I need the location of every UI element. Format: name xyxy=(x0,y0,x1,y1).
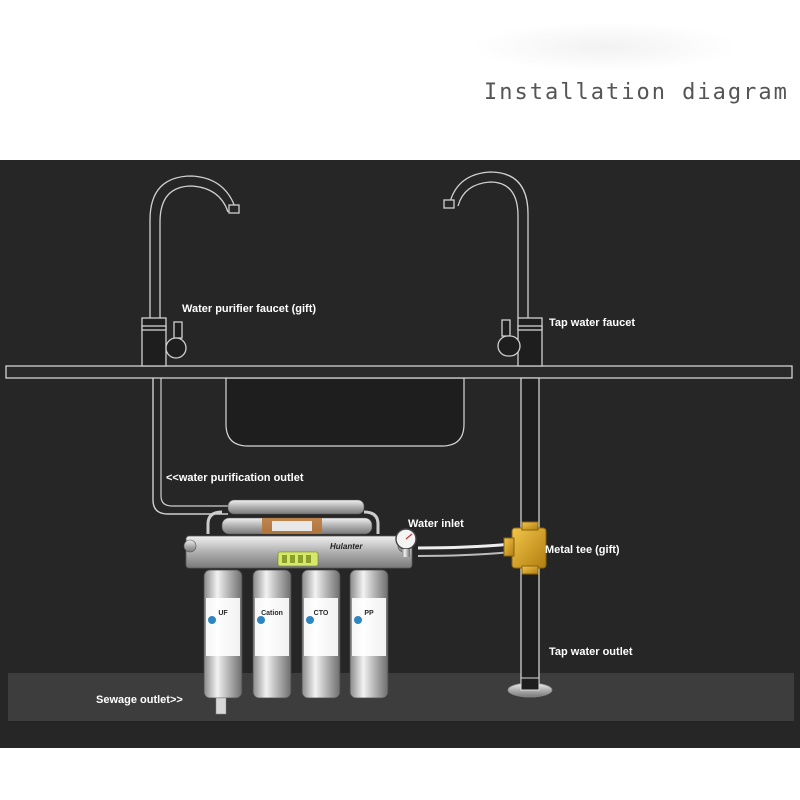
label-metal-tee: Metal tee (gift) xyxy=(545,544,620,556)
purifier-faucet xyxy=(141,175,240,367)
filter-label-3: CTO xyxy=(313,610,329,617)
title-glow xyxy=(470,22,740,72)
purification-outlet-pipe xyxy=(152,378,228,515)
filter-label-2: Cation xyxy=(261,610,283,617)
tap-faucet xyxy=(443,171,543,367)
countertop xyxy=(5,365,793,379)
sink-basin xyxy=(225,377,465,447)
metal-tee xyxy=(503,521,547,575)
label-sewage-outlet: Sewage outlet>> xyxy=(96,694,183,706)
filter-label-1: UF xyxy=(218,610,228,617)
floor-strip xyxy=(8,673,794,721)
label-purification-outlet: <<water purification outlet xyxy=(166,472,304,484)
pressure-gauge xyxy=(395,528,417,557)
label-tap-outlet: Tap water outlet xyxy=(549,646,633,658)
water-purifier-unit xyxy=(183,499,417,715)
filter-label-4: PP xyxy=(364,610,374,617)
label-water-inlet: Water inlet xyxy=(408,518,464,530)
filter-canister-1 xyxy=(203,569,243,699)
filter-canister-2 xyxy=(252,569,292,699)
inlet-hose xyxy=(417,542,513,550)
filter-canister-3 xyxy=(301,569,341,699)
brand-label: Hulanter xyxy=(330,542,363,551)
diagram-title: Installation diagram xyxy=(484,80,789,105)
diagram-panel xyxy=(0,160,800,748)
label-tap-faucet: Tap water faucet xyxy=(549,317,635,329)
sewage-pipe xyxy=(215,697,227,715)
label-purifier-faucet: Water purifier faucet (gift) xyxy=(182,303,317,315)
filter-canister-4 xyxy=(349,569,389,699)
